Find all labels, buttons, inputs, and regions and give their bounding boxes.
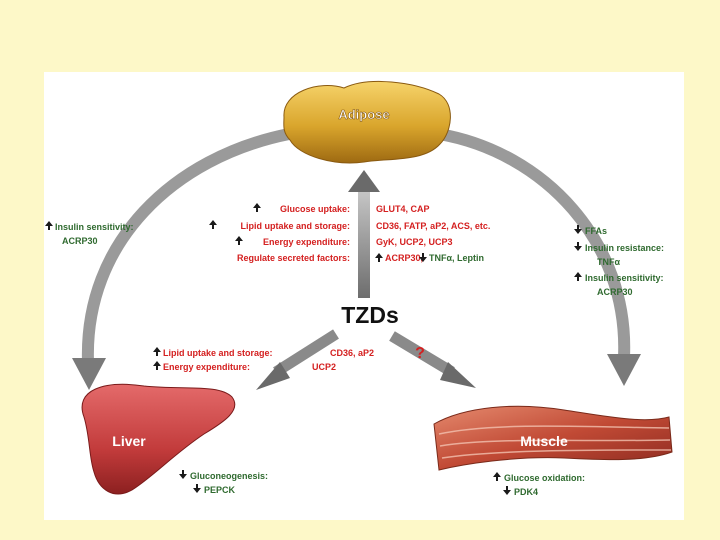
adipose-effect-value: GLUT4, CAP [376,204,430,214]
adipose-effect-row: Glucose uptake: [253,203,350,214]
adipose-effect-label: Lipid uptake and storage: [240,221,350,231]
adipose-effect-label: Energy expenditure: [263,237,350,247]
up-arrow-to-adipose [348,170,380,298]
adipose-tissue: Adipose [283,80,451,164]
right-arc-line2: Insulin resistance: [585,243,664,253]
liver-arrow-value: UCP2 [312,362,336,372]
adipose-secreted-up: ACRP30, [385,253,423,263]
muscle-effect-line2: PDK4 [514,487,538,497]
liver-effect-line2: PEPCK [204,485,236,495]
right-arc-annotation: FFAs Insulin resistance: TNFα Insulin se… [574,225,664,297]
left-arc-annotation: Insulin sensitivity: ACRP30 [45,221,134,246]
tzds-label: TZDs [341,302,399,328]
liver-arrow-label: Energy expenditure: [163,362,250,372]
diagram-panel: Adipose Liver Muscle Glucose uptake: Lip… [44,72,684,520]
liver-arrow-value: CD36, aP2 [330,348,374,358]
arrow-to-muscle [389,331,476,388]
adipose-effects-values: GLUT4, CAP CD36, FATP, aP2, ACS, etc. Gy… [375,204,490,263]
adipose-label: Adipose [338,107,389,122]
adipose-effect-row: Lipid uptake and storage: [209,220,350,231]
muscle-effect-line1: Glucose oxidation: [504,473,585,483]
adipose-effect-value: GyK, UCP2, UCP3 [376,237,453,247]
muscle-tissue: Muscle [433,405,673,471]
tzd-diagram: Adipose Liver Muscle Glucose uptake: Lip… [45,80,673,497]
adipose-effect-value: CD36, FATP, aP2, ACS, etc. [376,221,490,231]
adipose-effect-label: Regulate secreted factors: [237,253,350,263]
liver-arrow-annotation: Lipid uptake and storage: Energy expendi… [153,347,374,372]
liver-arrow-label: Lipid uptake and storage: [163,348,273,358]
question-mark: ? [415,345,425,362]
adipose-effects-labels: Glucose uptake: Lipid uptake and storage… [209,203,350,263]
right-arc-line3: TNFα [597,257,620,267]
arrow-to-liver [256,329,339,390]
left-arc-line2: ACRP30 [62,236,98,246]
adipose-effect-row: Energy expenditure: [235,236,350,247]
muscle-effects: Glucose oxidation: PDK4 [493,472,585,497]
left-arc-line1: Insulin sensitivity: [55,222,134,232]
right-arc-line5: ACRP30 [597,287,633,297]
muscle-label: Muscle [520,433,568,449]
liver-effects: Gluconeogenesis: PEPCK [179,470,268,495]
right-arc-line1: FFAs [585,226,607,236]
adipose-effect-label: Glucose uptake: [280,204,350,214]
liver-effect-line1: Gluconeogenesis: [190,471,268,481]
liver-organ: Liver [81,383,236,495]
adipose-secreted-down: TNFα, Leptin [429,253,484,263]
right-arc-arrow [433,128,641,386]
right-arc-line4: Insulin sensitivity: [585,273,664,283]
liver-label: Liver [112,433,146,449]
left-arc-arrow [72,128,295,390]
